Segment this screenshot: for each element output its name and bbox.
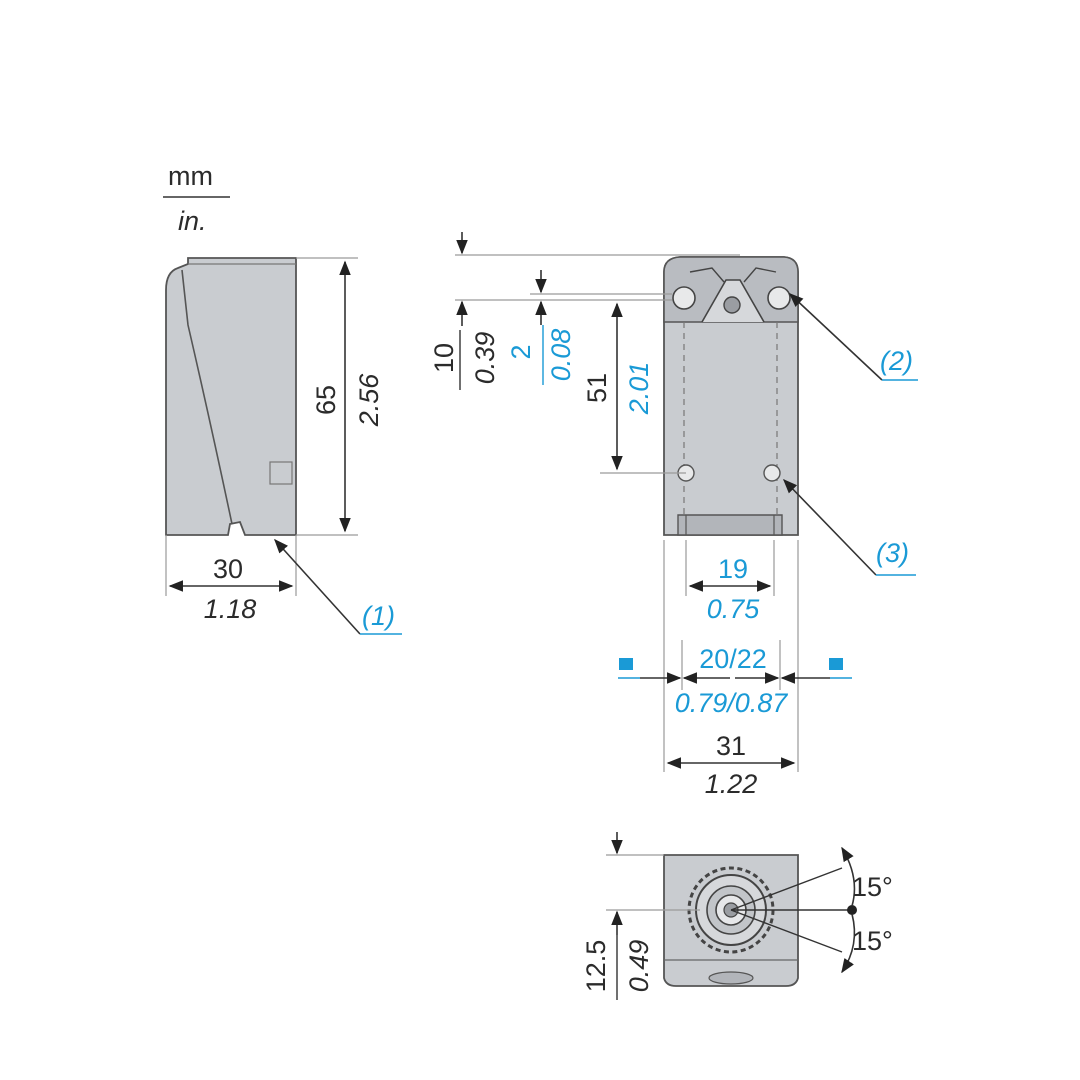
side-width-in: 1.18 xyxy=(204,594,257,624)
front-hspacing-in: 0.75 xyxy=(707,594,761,624)
front-mount-range-mm: 20/22 xyxy=(699,644,767,674)
front-hole-offset-mm: 2 xyxy=(506,344,536,359)
front-hspacing-mm: 19 xyxy=(718,554,748,584)
front-mount-range-in: 0.79/0.87 xyxy=(675,688,789,718)
front-top-offset-in: 0.39 xyxy=(470,332,500,385)
side-view: 65 2.56 30 1.18 (1) xyxy=(165,257,402,635)
units-legend: mm in. xyxy=(163,161,230,236)
callout-2: (2) xyxy=(880,346,913,376)
callout-1: (1) xyxy=(362,601,395,631)
square-marker-right xyxy=(829,658,843,670)
front-view: 10 0.39 2 0.08 51 2.01 (2) (3) 19 0.75 xyxy=(429,232,918,799)
top-view: 15° 15° 12.5 0.49 xyxy=(581,832,893,1000)
top-offset-in: 0.49 xyxy=(624,940,654,993)
front-vspacing-in: 2.01 xyxy=(624,362,654,416)
angle-lower: 15° xyxy=(852,926,893,956)
angle-upper: 15° xyxy=(852,872,893,902)
unit-mm-label: mm xyxy=(168,161,213,191)
side-width-mm: 30 xyxy=(213,554,243,584)
unit-inch-label: in. xyxy=(178,206,207,236)
front-top-offset-mm: 10 xyxy=(429,343,459,373)
side-view-housing xyxy=(165,257,297,536)
front-width-in: 1.22 xyxy=(705,769,758,799)
square-marker-left xyxy=(619,658,633,670)
top-offset-mm: 12.5 xyxy=(581,940,611,993)
front-width-mm: 31 xyxy=(716,731,746,761)
front-hole-offset-in: 0.08 xyxy=(546,329,576,382)
side-height-mm: 65 xyxy=(311,385,341,415)
front-vspacing-mm: 51 xyxy=(582,373,612,403)
side-height-in: 2.56 xyxy=(354,373,384,428)
callout-3: (3) xyxy=(876,538,909,568)
